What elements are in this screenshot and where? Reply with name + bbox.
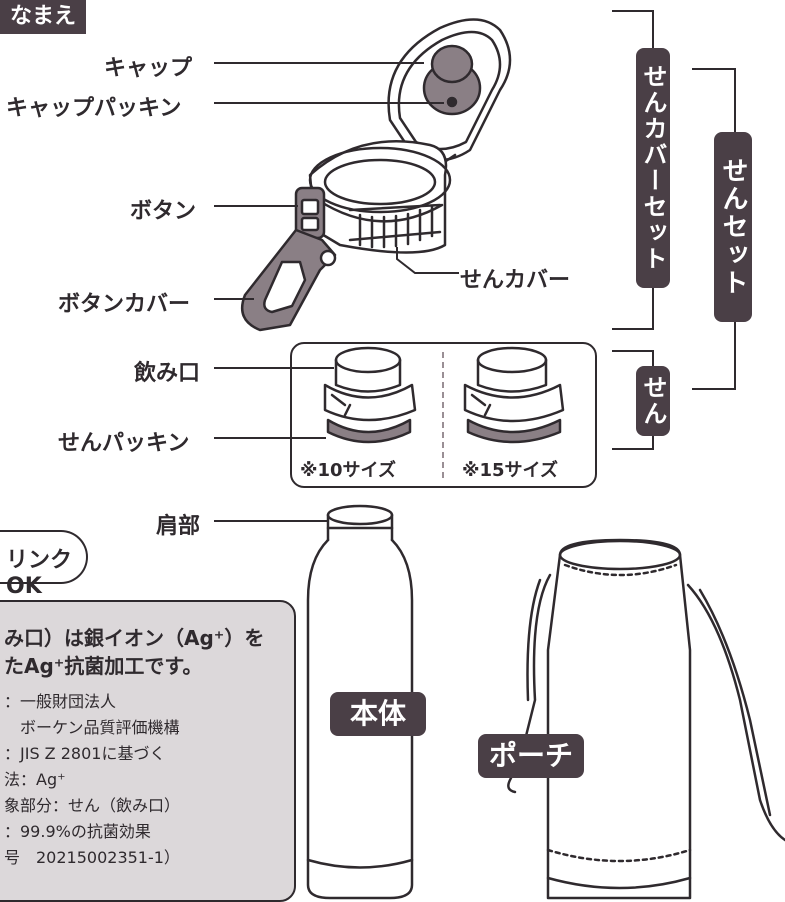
note-line2: たAg⁺抗菌加工です。	[4, 654, 203, 678]
bracket-set-top	[692, 68, 736, 70]
note-item: ：99.9%の抗菌効果	[4, 822, 151, 841]
spout-size10-drawing	[323, 346, 417, 444]
spout-size15-drawing	[463, 346, 565, 444]
size15-label: ※15サイズ	[462, 460, 559, 481]
tag-sen: せん	[636, 366, 670, 436]
bracket-set-bottom	[692, 388, 736, 390]
leader-button	[214, 205, 298, 207]
bottle-body-drawing	[306, 504, 414, 900]
note-item: ：JIS Z 2801に基づく	[4, 744, 166, 763]
pouch-drawing	[507, 538, 785, 900]
label-sen-cover: せんカバー	[460, 268, 571, 293]
sen-cover-drawing	[308, 140, 452, 254]
label-cap: キャップ	[104, 56, 193, 81]
drink-ok-badge: リンクOK	[0, 530, 88, 599]
leader-button-cover	[214, 298, 254, 300]
label-cap-packing: キャップパッキン	[6, 96, 182, 121]
label-button-cover: ボタンカバー	[58, 292, 191, 317]
label-shoulder: 肩部	[156, 514, 201, 539]
label-button: ボタン	[130, 199, 197, 224]
note-item: ：一般財団法人	[4, 692, 117, 711]
size-divider	[442, 352, 444, 478]
leader-cap-packing	[214, 102, 444, 104]
button-drawing	[294, 186, 326, 240]
bracket-sen-top	[612, 350, 654, 352]
leader-shoulder	[214, 520, 328, 522]
note-item: 号 20215002351-1）	[4, 848, 180, 867]
leader-cap	[214, 62, 424, 64]
note-item: 法：Ag⁺	[4, 770, 66, 789]
bracket-sen-bottom	[612, 448, 654, 450]
bracket-cover-set-top	[612, 10, 654, 12]
leader-sen-cover	[396, 247, 459, 274]
cap-knob-drawing	[422, 44, 482, 116]
note-item: ボーケン品質評価機構	[4, 718, 180, 737]
tag-sen-set: せんセット	[714, 132, 752, 322]
tag-sen-cover-set: せんカバーセット	[636, 48, 670, 288]
tag-body: 本体	[330, 692, 426, 736]
button-cover-drawing	[240, 228, 337, 332]
spout-size-box: ※10サイズ ※15サイズ	[290, 342, 597, 488]
tag-pouch: ポーチ	[478, 734, 584, 778]
bracket-cover-set-bottom	[612, 328, 654, 330]
note-line1: み口）は銀イオン（Ag⁺）を	[4, 626, 265, 650]
note-item: 象部分：せん（飲み口）	[4, 796, 181, 815]
label-spout: 飲み口	[134, 361, 201, 386]
leader-spout	[214, 367, 334, 369]
leader-sen-packing	[214, 437, 326, 439]
drink-ok-text: リンクOK	[6, 548, 73, 599]
size10-label: ※10サイズ	[300, 460, 397, 481]
label-sen-packing: せんパッキン	[58, 431, 190, 456]
antibacterial-note: み口）は銀イオン（Ag⁺）を たAg⁺抗菌加工です。 ：一般財団法人 ボーケン品…	[0, 600, 296, 902]
section-title: なまえ	[0, 0, 87, 34]
